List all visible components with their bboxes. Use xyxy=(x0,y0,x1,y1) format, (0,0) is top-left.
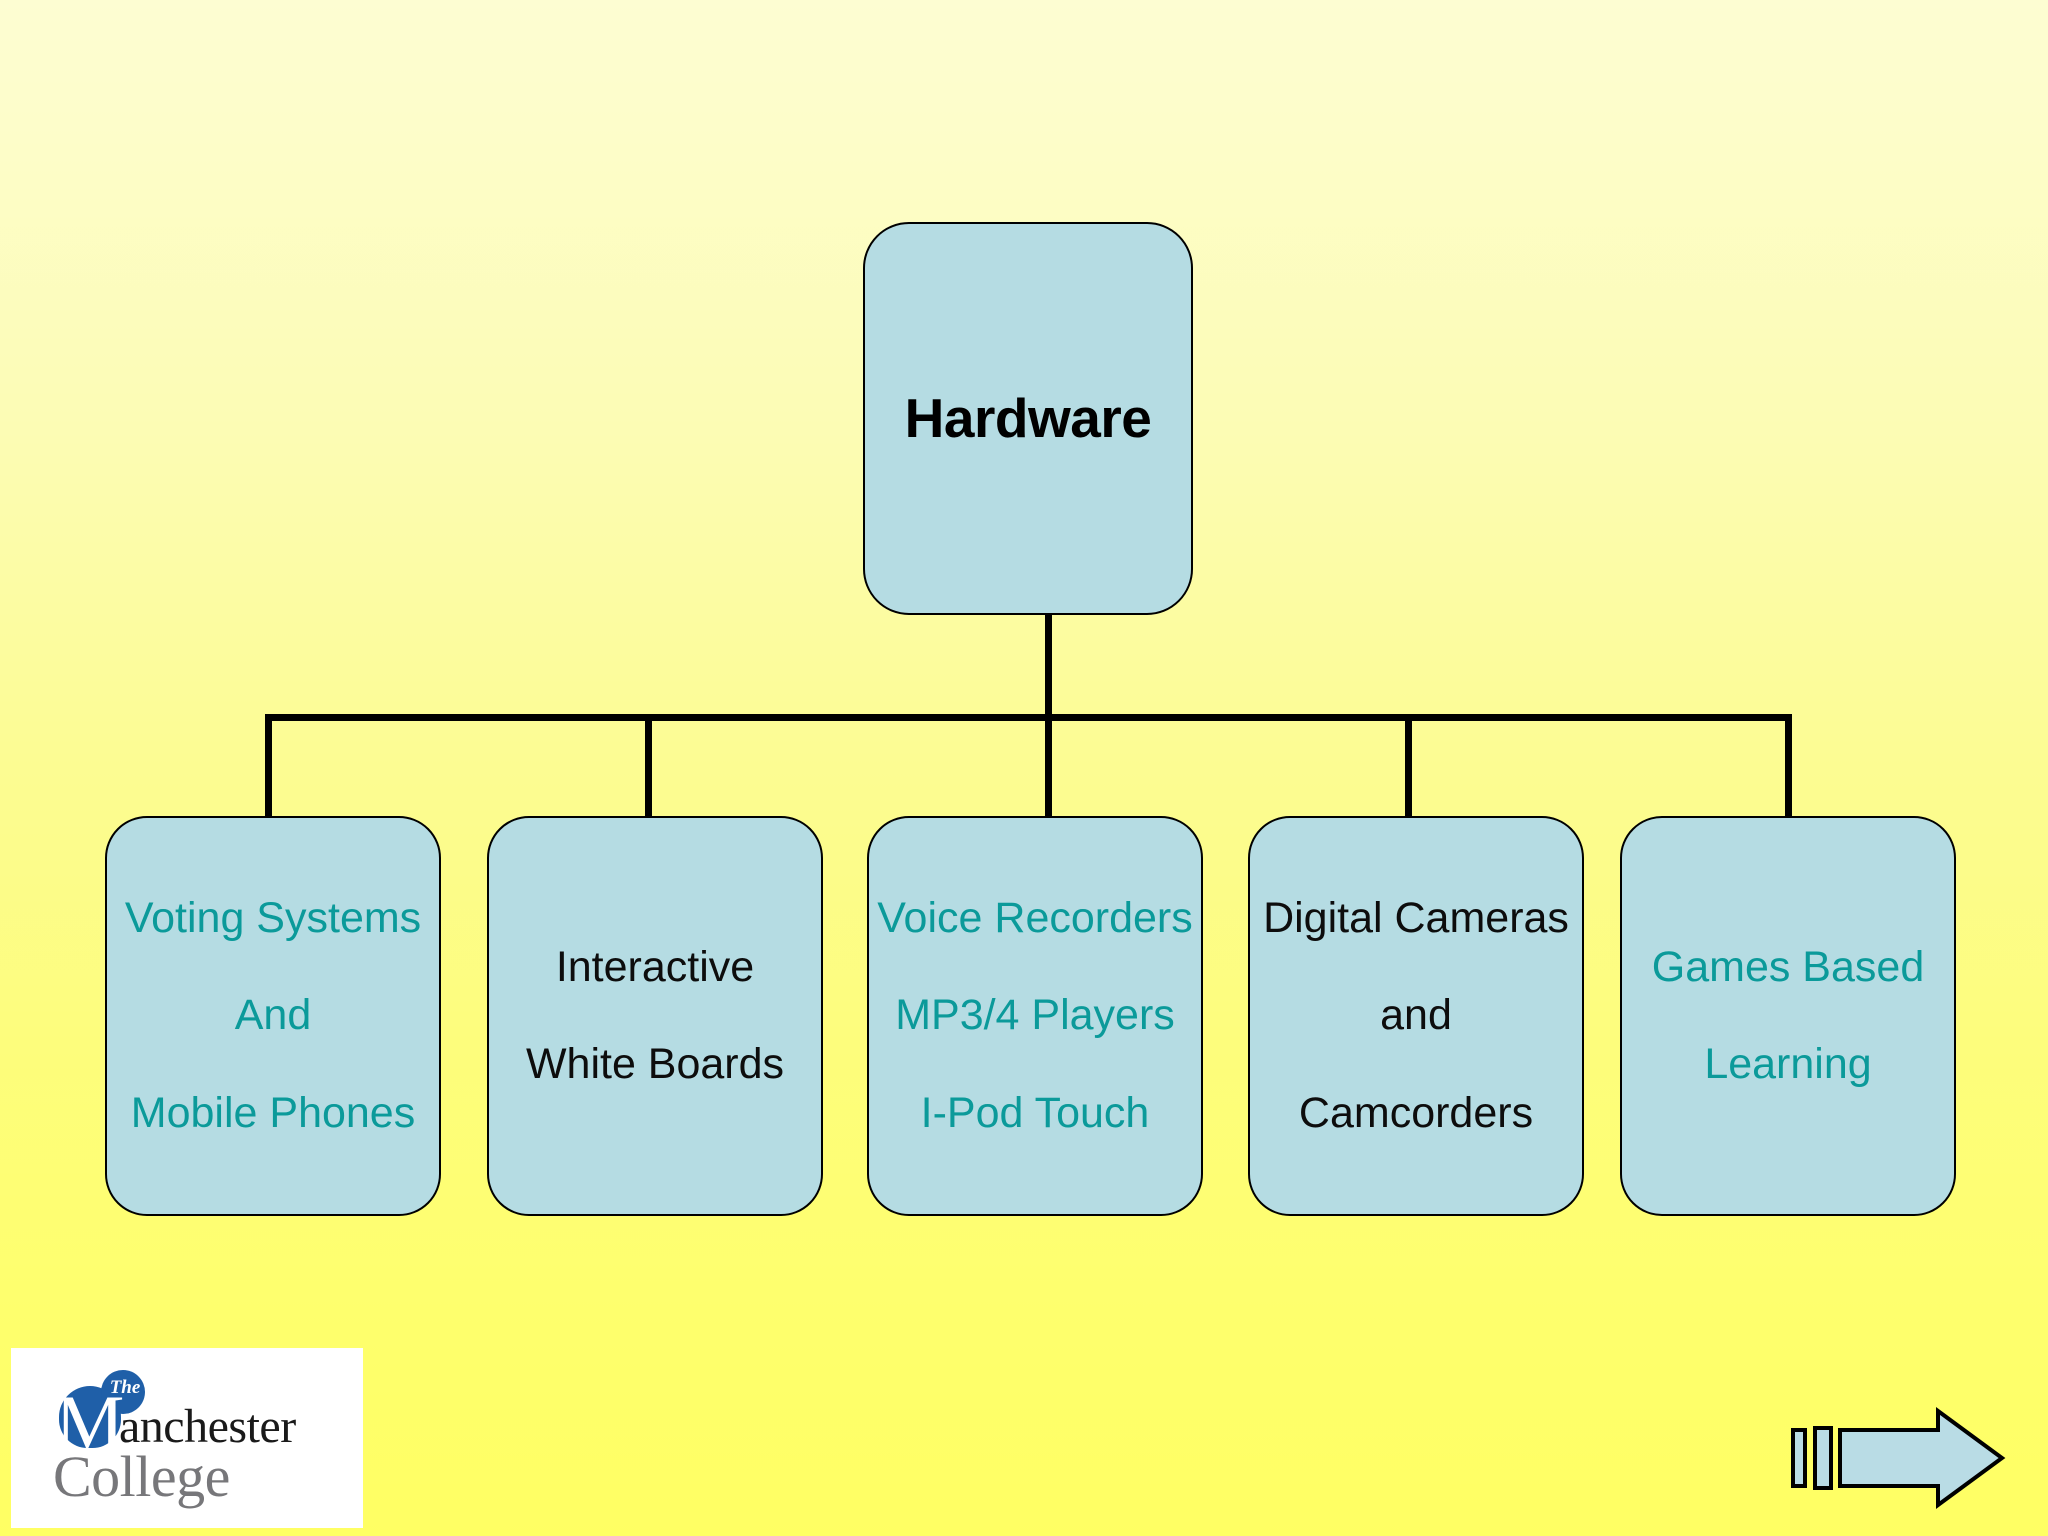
connector-drop-4 xyxy=(1405,714,1412,822)
logo-the-text: The xyxy=(109,1377,141,1398)
connector-drop-5 xyxy=(1785,714,1792,822)
node-child-2-line-0: Voice Recorders xyxy=(877,894,1193,943)
connector-drop-3 xyxy=(1045,714,1052,822)
node-hardware-line-0: Hardware xyxy=(904,386,1152,449)
node-digital-cameras-and-camcorders: Digital Cameras and Camcorders xyxy=(1248,816,1584,1216)
node-hardware: Hardware xyxy=(863,222,1193,615)
connector-root-trunk xyxy=(1045,612,1052,720)
node-voting-systems-and-mobile-phones: Voting Systems And Mobile Phones xyxy=(105,816,441,1216)
node-child-4-line-1: Learning xyxy=(1704,1040,1872,1088)
node-child-0-line-0: Voting Systems xyxy=(124,894,422,943)
logo-anchester-text: anchester xyxy=(119,1400,296,1453)
node-child-3-line-1: and xyxy=(1380,991,1452,1040)
connector-drop-2 xyxy=(645,714,652,822)
node-child-2-line-2: I-Pod Touch xyxy=(920,1088,1150,1137)
node-child-0-line-2: Mobile Phones xyxy=(130,1088,416,1137)
arrow-motion-bar-2 xyxy=(1813,1426,1833,1490)
node-child-2-line-1: MP3/4 Players xyxy=(895,991,1175,1040)
logo-artwork: The M anchester College xyxy=(11,1348,363,1528)
logo-blue-circle-shape xyxy=(101,1370,145,1414)
next-slide-arrow[interactable] xyxy=(1790,1406,2010,1510)
node-child-1-line-0: Interactive xyxy=(555,942,755,991)
connector-drop-1 xyxy=(265,714,272,822)
node-child-1-line-1: White Boards xyxy=(525,1040,785,1088)
node-child-4-line-0: Games Based xyxy=(1651,942,1925,991)
node-child-0-line-1: And xyxy=(234,991,312,1040)
node-child-3-line-0: Digital Cameras xyxy=(1263,894,1569,943)
arrow-right-shape[interactable] xyxy=(1838,1407,2006,1509)
logo-m-letter: M xyxy=(55,1379,125,1466)
next-slide-arrow-icon[interactable] xyxy=(1790,1406,2010,1510)
node-interactive-white-boards: Interactive White Boards xyxy=(487,816,823,1216)
arrow-motion-bar-1 xyxy=(1791,1428,1807,1488)
node-voice-recorders-mp3-ipod: Voice Recorders MP3/4 Players I-Pod Touc… xyxy=(867,816,1203,1216)
logo-college-text: College xyxy=(53,1444,230,1509)
node-child-3-line-2: Camcorders xyxy=(1298,1088,1534,1137)
connector-horizontal-bus xyxy=(265,714,1792,721)
node-games-based-learning: Games Based Learning xyxy=(1620,816,1956,1216)
the-manchester-college-logo: The M anchester College xyxy=(11,1348,363,1528)
